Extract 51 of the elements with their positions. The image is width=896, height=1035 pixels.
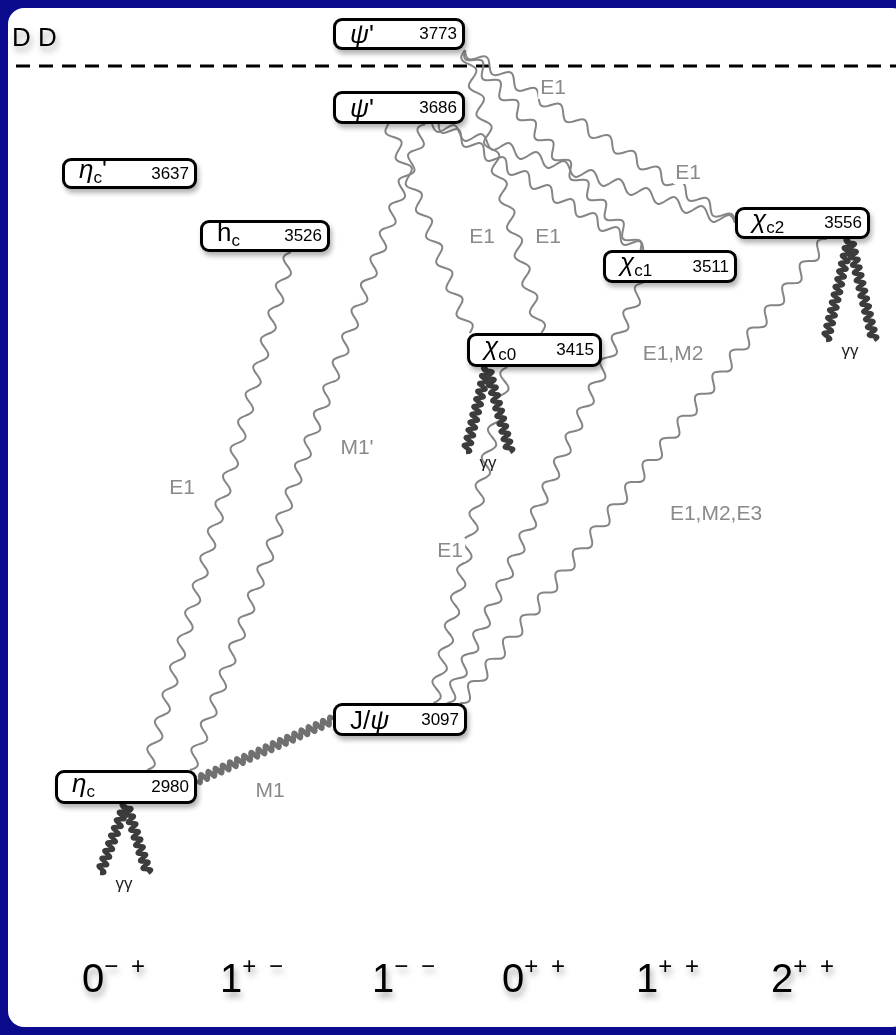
state-name: η$_{c}$: [72, 769, 95, 803]
photon-line: [431, 123, 736, 224]
energy-level-box: [333, 91, 465, 124]
energy-level-box: [55, 770, 197, 804]
state-name: J/ψ: [350, 706, 390, 733]
energy-level-box: [735, 207, 870, 239]
photon-pair-label: γγ: [826, 340, 874, 362]
state-name: h$_{c}$: [217, 218, 240, 252]
state-name: χ$_{c2}$: [752, 205, 785, 239]
energy-level-box: [200, 220, 330, 252]
threshold-label: D D: [12, 22, 57, 53]
photon-line: [188, 123, 427, 771]
quantum-number-label: 1$^{+ −}$: [220, 952, 286, 1001]
photon-line: [463, 49, 643, 251]
mass-value: 3526: [284, 226, 322, 246]
photon-line: [437, 123, 645, 251]
energy-level-box: [603, 250, 737, 283]
quantum-number-label: 0$^{− +}$: [82, 952, 148, 1001]
energy-level-box: [467, 333, 602, 367]
photon-line: [96, 801, 130, 876]
energy-level-box: [333, 18, 465, 50]
state-name: χ$_{c0}$: [484, 332, 517, 366]
quantum-number-label: 1$^{+ +}$: [636, 952, 702, 1001]
state-name: χ$_{c1}$: [620, 249, 653, 282]
photon-pair-label: γγ: [100, 873, 148, 895]
mass-value: 3686: [419, 97, 457, 118]
photon-line: [844, 236, 880, 343]
photon-pair-label: γγ: [466, 452, 510, 474]
energy-level-box: [333, 703, 467, 736]
photon-line: [461, 364, 492, 455]
mass-value: 2980: [151, 777, 189, 797]
photon-line: [120, 801, 154, 876]
mass-value: 3415: [556, 340, 594, 360]
photon-line: [195, 714, 335, 786]
mass-value: 3097: [421, 709, 459, 730]
energy-level-box: [62, 158, 197, 189]
state-name: ψ': [350, 94, 374, 121]
mass-value: 3556: [824, 213, 862, 233]
state-name: ψ': [350, 21, 374, 47]
photon-line: [459, 238, 828, 704]
mass-value: 3511: [692, 256, 729, 277]
quantum-number-label: 1$^{− −}$: [372, 952, 438, 1001]
photon-line: [481, 364, 516, 455]
photon-line: [460, 49, 546, 334]
mass-value: 3773: [419, 24, 457, 44]
transition-label: E1: [435, 538, 465, 562]
photon-line: [431, 366, 510, 704]
quantum-number-label: 2$^{+ +}$: [771, 952, 837, 1001]
quantum-number-label: 0$^{+ +}$: [502, 952, 568, 1001]
photon-line: [445, 282, 645, 704]
mass-value: 3637: [151, 163, 189, 184]
